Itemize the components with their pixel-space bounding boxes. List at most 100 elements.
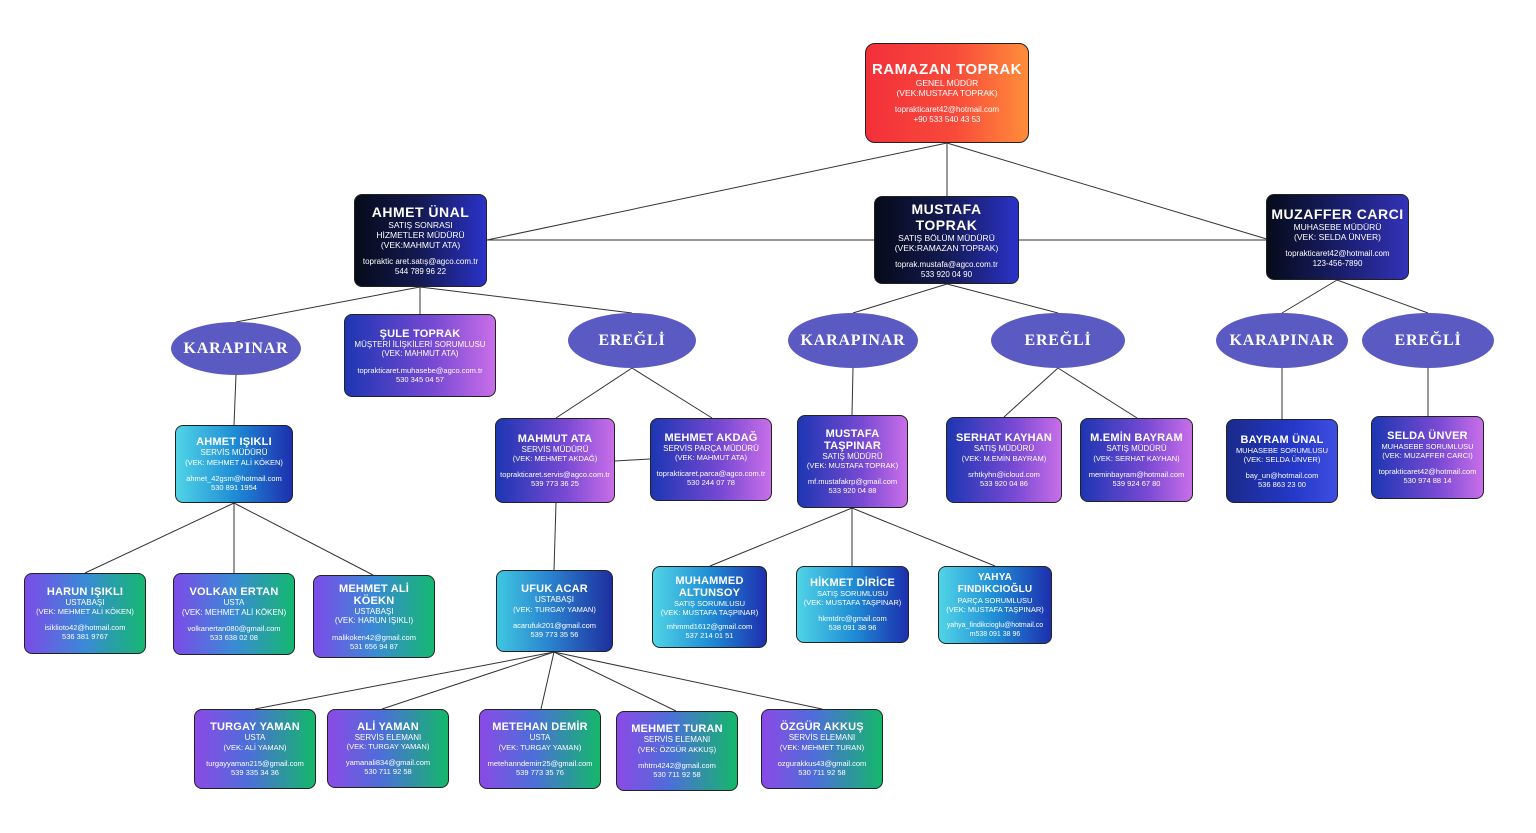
staff-card-ahmet-isikli[interactable]: AHMET IŞIKLI SERVİS MÜDÜRÜ (VEK: MEHMET …: [175, 425, 293, 503]
staff-email: meminbayram@hotmail.com: [1088, 469, 1185, 479]
ceo-phone: +90 533 540 43 53: [913, 115, 981, 124]
staff-name: SELDA ÜNVER: [1387, 430, 1468, 442]
manager-phone: 533 920 04 90: [920, 269, 973, 279]
staff-phone: 530 891 1954: [211, 482, 257, 492]
branch-oval-eregli-accounting: EREĞLİ: [1362, 313, 1494, 368]
staff-phone: 538 091 38 96: [828, 623, 877, 632]
staff-card-mustafa-taspinar[interactable]: MUSTAFA TAŞPINAR SATIŞ MÜDÜRÜ (VEK: MUST…: [797, 415, 908, 508]
staff-card-metehan-demir[interactable]: METEHAN DEMİR USTA (VEK: TURGAY YAMAN) m…: [479, 709, 601, 789]
staff-role: MUHASEBE SORUMLUSU: [1381, 442, 1474, 451]
staff-name: ALİ YAMAN: [357, 720, 419, 733]
manager-role: MUHASEBE MÜDÜRÜ: [1293, 221, 1382, 232]
staff-role: MÜŞTERİ İLİŞKİLERİ SORUMLUSU: [354, 339, 486, 349]
manager-name: MUZAFFER CARCI: [1271, 205, 1404, 222]
staff-deputy: (VEK: ÖZGÜR AKKUŞ): [637, 744, 717, 754]
manager-phone: 544 789 96 22: [394, 267, 447, 276]
manager-role: SATIŞ BÖLÜM MÜDÜRÜ: [898, 232, 995, 243]
manager-card-muzaffer-carci[interactable]: MUZAFFER CARCI MUHASEBE MÜDÜRÜ (VEK: SEL…: [1266, 194, 1409, 280]
staff-card-sule-toprak[interactable]: ŞULE TOPRAK MÜŞTERİ İLİŞKİLERİ SORUMLUSU…: [344, 314, 496, 397]
staff-deputy: (VEK: TURGAY YAMAN): [498, 742, 582, 752]
staff-card-harun-isikli[interactable]: HARUN IŞIKLI USTABAŞI (VEK: MEHMET ALİ K…: [24, 573, 146, 654]
staff-card-mehmet-turan[interactable]: MEHMET TURAN SERVİS ELEMANI (VEK: ÖZGÜR …: [616, 711, 738, 791]
staff-card-mehmet-ali-koken[interactable]: MEHMET ALİ KÖEKN USTABAŞI (VEK: HARUN IŞ…: [313, 575, 435, 658]
staff-email: malikoken42@gmail.com: [332, 632, 416, 642]
staff-role: SATIŞ SORUMLUSU: [816, 589, 889, 598]
staff-email: mhmmd1612@gmail.com: [666, 621, 753, 631]
staff-card-ozgur-akkus[interactable]: ÖZGÜR AKKUŞ SERVİS ELEMANI (VEK: MEHMET …: [761, 709, 883, 789]
staff-role: SERVİS ELEMANI: [354, 732, 422, 742]
staff-email: toprakticaret42@hotmail.com: [1378, 467, 1477, 476]
manager-email: toprak.mustafa@agco.com.tr: [895, 259, 998, 269]
staff-card-hikmet-dirice[interactable]: HİKMET DİRİCE SATIŞ SORUMLUSU (VEK: MUST…: [796, 566, 909, 643]
staff-email: bay_un@hotmail.com: [1245, 470, 1319, 480]
staff-deputy: (VEK: TURGAY YAMAN): [513, 604, 596, 614]
staff-deputy: (VEK: MAHMUT ATA): [381, 349, 459, 358]
staff-phone: 539 924 67 80: [1112, 478, 1161, 488]
manager-card-ahmet-unal[interactable]: AHMET ÜNAL SATIŞ SONRASI HİZMETLER MÜDÜR…: [354, 194, 487, 287]
staff-name: M.EMİN BAYRAM: [1090, 432, 1183, 445]
staff-email: mf.mustafakrp@gmail.com: [807, 477, 898, 487]
staff-email: acarufuk201@gmail.com: [512, 620, 597, 630]
staff-name: MUHAMMED ALTUNSOY: [675, 574, 744, 599]
staff-phone: 530 711 92 58: [364, 767, 412, 777]
staff-email: volkanertan080@gmail.com: [187, 624, 281, 633]
staff-card-mehmet-akdag[interactable]: MEHMET AKDAĞ SERVİS PARÇA MÜDÜRÜ (VEK: M…: [650, 418, 772, 501]
staff-name: UFUK ACAR: [521, 583, 588, 596]
staff-deputy: (VEK: MUZAFFER CARCI): [1382, 451, 1473, 460]
staff-deputy: (VEK: MUSTAFA TAŞPINAR): [660, 607, 759, 617]
staff-email: isiklioto42@hotmail.com: [44, 623, 126, 633]
staff-deputy: (VEK: MUSTAFA TAŞPINAR): [803, 598, 902, 607]
staff-card-ufuk-acar[interactable]: UFUK ACAR USTABAŞI (VEK: TURGAY YAMAN) a…: [496, 570, 613, 652]
staff-card-serhat-kayhan[interactable]: SERHAT KAYHAN SATIŞ MÜDÜRÜ (VEK: M.EMİN …: [946, 417, 1062, 503]
branch-oval-eregli-service: EREĞLİ: [568, 313, 696, 368]
manager-role: SATIŞ SONRASI HİZMETLER MÜDÜRÜ: [376, 220, 465, 240]
staff-phone: 530 711 92 58: [653, 769, 701, 779]
manager-card-mustafa-toprak[interactable]: MUSTAFA TOPRAK SATIŞ BÖLÜM MÜDÜRÜ (VEK:R…: [874, 196, 1019, 284]
staff-role: SATIŞ MÜDÜRÜ: [1106, 444, 1167, 454]
staff-role: USTA: [529, 733, 551, 743]
staff-phone: 533 920 04 88: [828, 486, 877, 496]
ceo-card[interactable]: RAMAZAN TOPRAK GENEL MÜDÜR (VEK:MUSTAFA …: [865, 43, 1029, 143]
staff-card-muhammed-altunsoy[interactable]: MUHAMMED ALTUNSOY SATIŞ SORUMLUSU (VEK: …: [652, 566, 767, 648]
staff-deputy: (VEK: MUSTAFA TAŞPINAR): [946, 604, 1044, 614]
staff-card-turgay-yaman[interactable]: TURGAY YAMAN USTA (VEK: ALİ YAMAN) turga…: [194, 709, 316, 789]
ceo-email: toprakticaret42@hotmail.com: [894, 105, 1000, 114]
staff-role: MUHASEBE SORUMLUSU: [1235, 445, 1329, 455]
staff-phone: 533 920 04 86: [980, 478, 1028, 488]
staff-deputy: (VEK: SERHAT KAYHAN): [1093, 453, 1180, 463]
staff-name: ŞULE TOPRAK: [379, 327, 461, 340]
staff-phone: 530 345 04 57: [396, 374, 444, 384]
staff-role: USTABAŞI: [535, 595, 574, 605]
manager-name: MUSTAFA TOPRAK: [911, 200, 982, 233]
branch-oval-karapinar-service: KARAPINAR: [171, 322, 301, 375]
manager-deputy: (VEK:RAMAZAN TOPRAK): [894, 242, 999, 253]
staff-role: PARÇA SORUMLUSU: [957, 595, 1033, 605]
staff-deputy: (VEK: MEHMET ALİ KÖKEN): [185, 457, 283, 467]
staff-card-m-emin-bayram[interactable]: M.EMİN BAYRAM SATIŞ MÜDÜRÜ (VEK: SERHAT …: [1080, 418, 1193, 502]
staff-email: yahya_findikcioglu@hotmail.co: [946, 621, 1044, 629]
staff-email: metehanndemirr25@gmail.com: [487, 758, 593, 768]
staff-card-bayram-unal[interactable]: BAYRAM ÜNAL MUHASEBE SORUMLUSU (VEK: SEL…: [1226, 419, 1338, 503]
staff-role: USTA: [223, 598, 245, 607]
staff-name: TURGAY YAMAN: [210, 721, 300, 734]
staff-deputy: (VEK: SELDA ÜNVER): [1243, 454, 1321, 464]
staff-role: SATIŞ MÜDÜRÜ: [822, 451, 883, 461]
staff-phone: 539 335 34 36: [231, 767, 279, 777]
staff-email: toprakticaret.servis@agco.com.tr: [500, 470, 610, 480]
staff-role: SERVİS MÜDÜRÜ: [521, 444, 589, 454]
staff-deputy: (VEK: MEHMET TURAN): [779, 742, 865, 752]
staff-name: SERHAT KAYHAN: [955, 432, 1053, 445]
staff-name: YAHYA FINDIKCIOĞLU: [957, 571, 1033, 595]
staff-role: SERVİS PARÇA MÜDÜRÜ: [663, 443, 759, 453]
staff-email: ozgurakkus43@gmail.com: [777, 758, 867, 768]
staff-card-yahya-findikcioglu[interactable]: YAHYA FINDIKCIOĞLU PARÇA SORUMLUSU (VEK:…: [938, 566, 1052, 644]
staff-phone: 530 244 07 78: [687, 478, 735, 488]
staff-phone: 537 214 01 51: [685, 630, 734, 640]
staff-name: MEHMET ALİ KÖEKN: [338, 582, 410, 607]
staff-card-ali-yaman[interactable]: ALİ YAMAN SERVİS ELEMANI (VEK: TURGAY YA…: [327, 709, 449, 788]
staff-card-volkan-ertan[interactable]: VOLKAN ERTAN USTA (VEK: MEHMET ALİ KÖKEN…: [173, 573, 295, 655]
staff-card-mahmut-ata[interactable]: MAHMUT ATA SERVİS MÜDÜRÜ (VEK: MEHMET AK…: [495, 418, 615, 503]
manager-deputy: (VEK:MAHMUT ATA): [380, 240, 461, 250]
staff-card-selda-unver[interactable]: SELDA ÜNVER MUHASEBE SORUMLUSU (VEK: MUZ…: [1371, 416, 1484, 499]
